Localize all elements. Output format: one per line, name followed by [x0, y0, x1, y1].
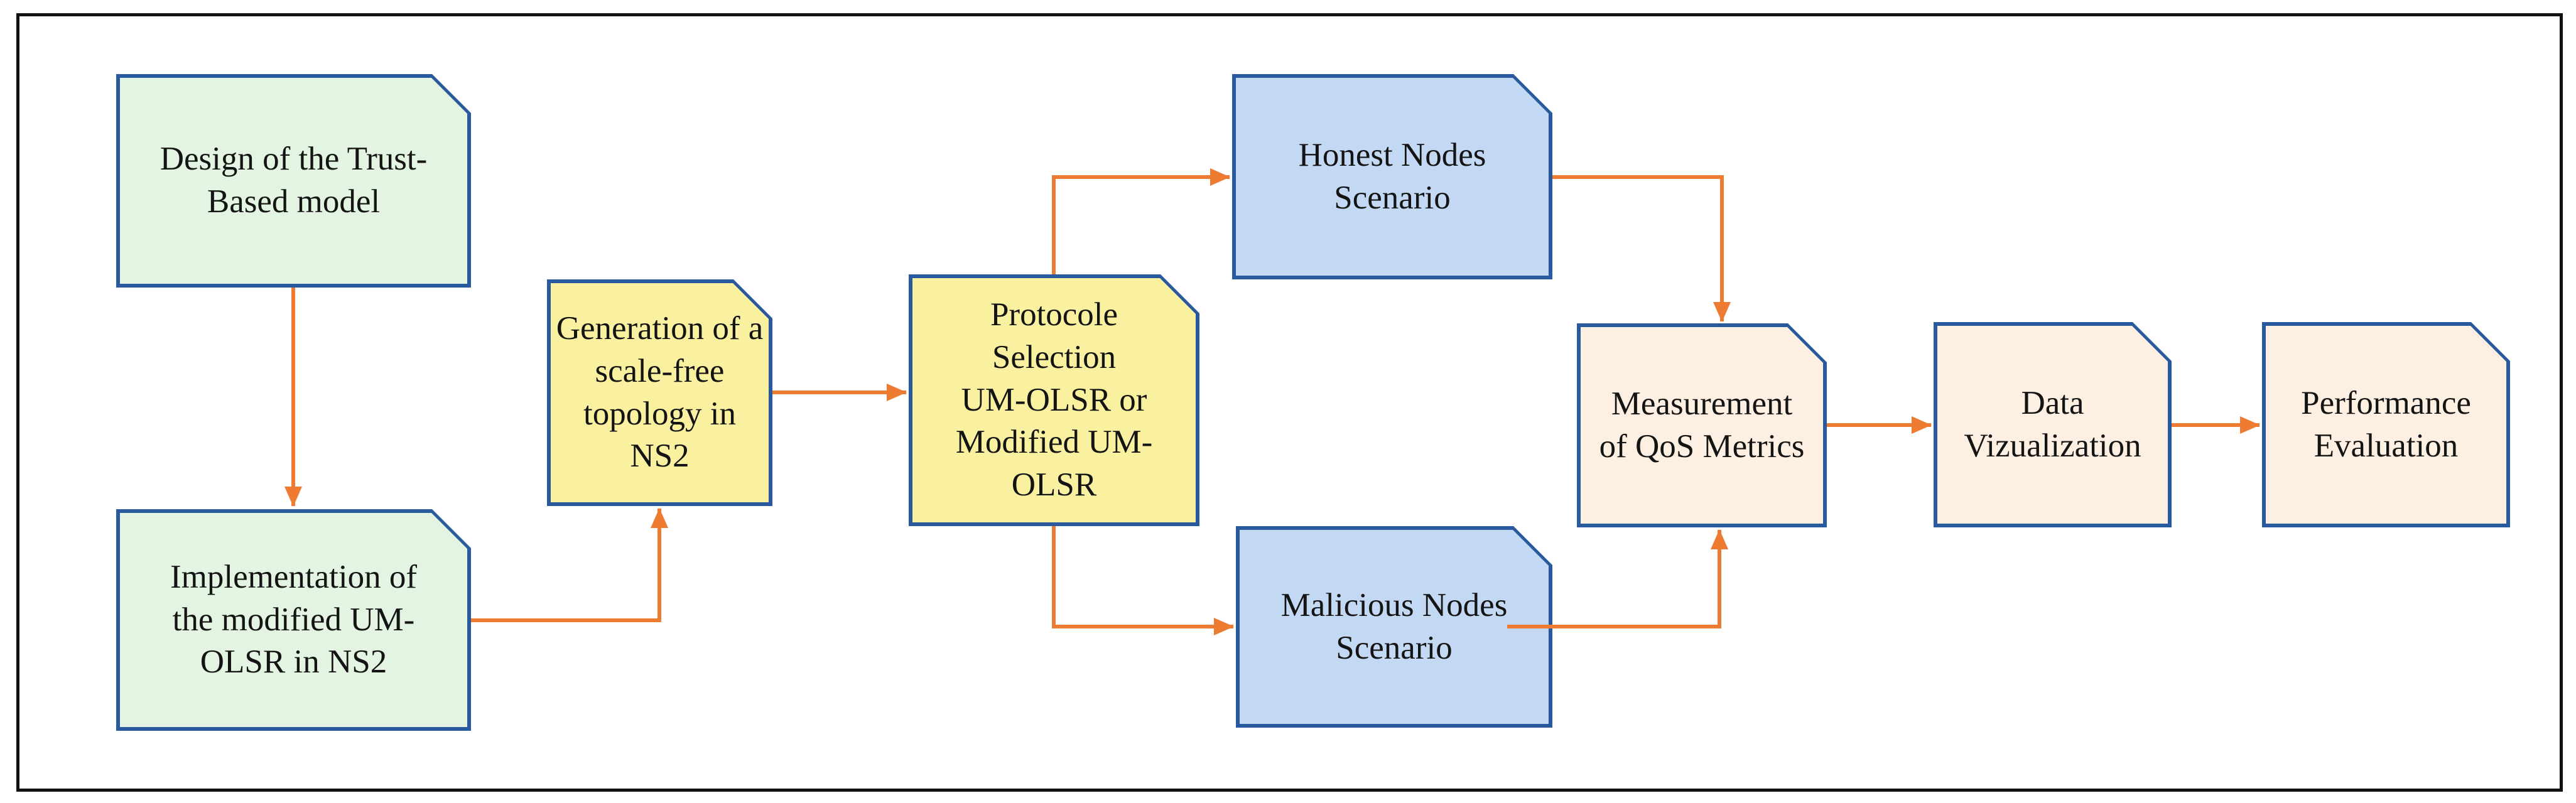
node-implementation-um-olsr: Implementation of the modified UM- OLSR … — [116, 509, 471, 731]
node-body: Protocole Selection UM-OLSR or Modified … — [912, 278, 1196, 522]
node-malicious-nodes-scenario: Malicious Nodes Scenario — [1236, 526, 1552, 728]
node-performance-evaluation: Performance Evaluation — [2262, 322, 2510, 527]
node-label: Malicious Nodes Scenario — [1280, 586, 1508, 666]
diagram-frame — [16, 13, 2563, 792]
node-body: Generation of a scale-free topology in N… — [551, 283, 769, 502]
node-label: Design of the Trust- Based model — [160, 141, 428, 220]
node-body: Malicious Nodes Scenario — [1240, 530, 1549, 724]
node-body: Data Vizualization — [1937, 326, 2168, 524]
node-label: Generation of a scale-free topology in N… — [556, 310, 764, 475]
node-body: Measurement of QoS Metrics — [1581, 327, 1823, 524]
node-label: Measurement of QoS Metrics — [1599, 385, 1805, 465]
node-label: Performance Evaluation — [2301, 384, 2471, 464]
node-label: Protocole Selection UM-OLSR or Modified … — [955, 296, 1153, 504]
node-body: Performance Evaluation — [2266, 326, 2506, 524]
node-body: Design of the Trust- Based model — [120, 78, 467, 284]
node-body: Implementation of the modified UM- OLSR … — [120, 513, 467, 727]
node-protocol-selection: Protocole Selection UM-OLSR or Modified … — [909, 274, 1199, 526]
node-label: Data Vizualization — [1964, 384, 2141, 464]
node-topology-generation: Generation of a scale-free topology in N… — [547, 279, 772, 506]
node-qos-measurement: Measurement of QoS Metrics — [1577, 323, 1827, 527]
node-body: Honest Nodes Scenario — [1236, 78, 1549, 276]
node-label: Implementation of the modified UM- OLSR … — [170, 558, 417, 681]
node-data-vizualization: Data Vizualization — [1934, 322, 2172, 527]
node-label: Honest Nodes Scenario — [1298, 136, 1486, 216]
node-design-trust-model: Design of the Trust- Based model — [116, 74, 471, 288]
node-honest-nodes-scenario: Honest Nodes Scenario — [1232, 74, 1552, 279]
